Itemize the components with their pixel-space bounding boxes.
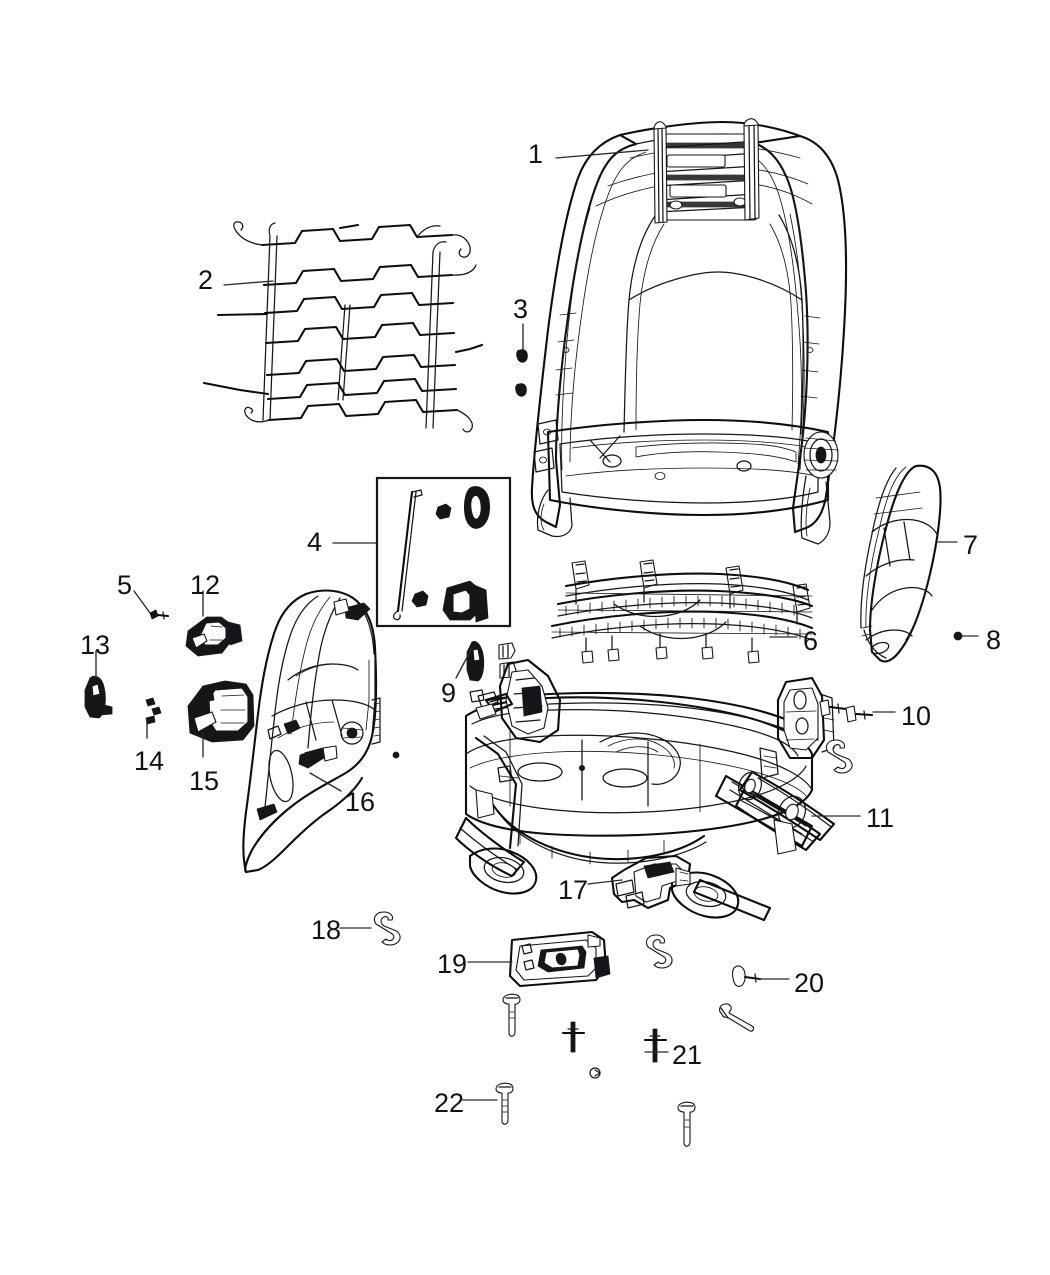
part-dot-reference-marker[interactable]	[953, 631, 963, 641]
part-c-clip-retainer[interactable]	[373, 911, 401, 946]
part-height-adjust-handle[interactable]	[187, 680, 255, 743]
part-c-clip-retainer-lower[interactable]	[645, 934, 673, 969]
callout-label-4[interactable]: 4	[307, 527, 323, 557]
recliner-hub	[803, 431, 839, 479]
callout-label-6[interactable]: 6	[803, 626, 819, 656]
part-tapping-screw[interactable]	[495, 993, 755, 1147]
part-trim-pin[interactable]	[561, 1021, 668, 1079]
part-seat-back-frame[interactable]	[530, 118, 848, 545]
part-shoulder-rivet-pin[interactable]	[732, 965, 762, 987]
callout-label-22[interactable]: 22	[434, 1088, 465, 1118]
part-seat-back-wire-suspension[interactable]	[202, 221, 484, 433]
callout-label-18[interactable]: 18	[311, 915, 342, 945]
callout-label-21[interactable]: 21	[672, 1040, 703, 1070]
callout-label-12[interactable]: 12	[190, 570, 221, 600]
callout-label-1[interactable]: 1	[528, 139, 544, 169]
part-recliner-release-lever[interactable]	[185, 616, 243, 657]
part-seat-back-side-bolster[interactable]	[860, 464, 942, 663]
callout-label-15[interactable]: 15	[189, 766, 220, 796]
callout-label-16[interactable]: 16	[345, 787, 376, 817]
part-cushion-wire-suspension[interactable]	[550, 559, 814, 664]
part-push-pin-fastener[interactable]	[149, 609, 170, 620]
callout-label-9[interactable]: 9	[441, 678, 457, 708]
part-recliner-handle-bracket[interactable]	[466, 641, 517, 682]
callout-label-10[interactable]: 10	[901, 701, 932, 731]
callout-label-8[interactable]: 8	[986, 625, 1002, 655]
callout-label-7[interactable]: 7	[963, 530, 979, 560]
part-seat-cushion-side-shield[interactable]	[242, 589, 400, 874]
part-seat-cushion-frame-assembly[interactable]	[454, 658, 836, 922]
part-trim-cover-clip[interactable]	[84, 675, 113, 719]
callout-label-3[interactable]: 3	[513, 294, 529, 324]
part-c-clip-retainer-upper[interactable]	[825, 739, 853, 774]
part-seat-belt-anchor-cover[interactable]	[508, 930, 611, 988]
part-lumbar-cable-kit-box[interactable]	[375, 476, 512, 628]
part-seat-track-rear-bracket[interactable]	[610, 854, 692, 910]
callout-label-2[interactable]: 2	[198, 265, 214, 295]
callout-label-14[interactable]: 14	[134, 746, 165, 776]
callout-label-13[interactable]: 13	[80, 630, 111, 660]
callout-label-17[interactable]: 17	[558, 875, 589, 905]
callout-label-5[interactable]: 5	[117, 570, 133, 600]
part-seat-track-adjuster[interactable]	[454, 747, 836, 922]
part-headrest-guide-bolt[interactable]	[515, 349, 528, 397]
part-small-retainer-clip[interactable]	[145, 697, 162, 725]
callout-label-11[interactable]: 11	[866, 803, 895, 833]
part-hex-flange-bolt[interactable]	[819, 699, 874, 723]
callout-label-19[interactable]: 19	[437, 949, 468, 979]
callout-label-20[interactable]: 20	[794, 968, 825, 998]
callout-leader-lines	[95, 149, 979, 1101]
